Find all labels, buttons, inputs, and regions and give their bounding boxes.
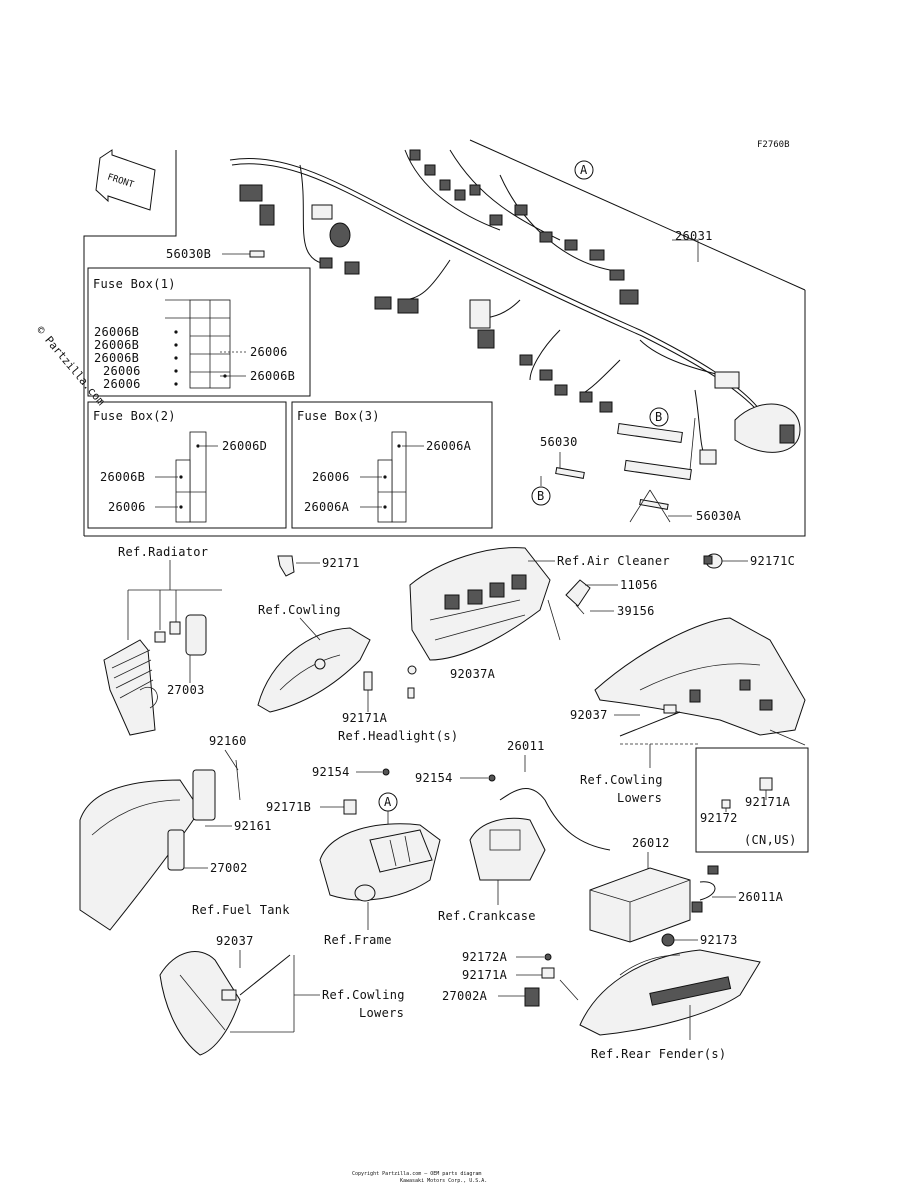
- clamp-92171C: [703, 553, 723, 569]
- ref-cowling-lowers-left-1: Ref.Cowling: [322, 988, 405, 1002]
- label-56030B: 56030B: [166, 247, 211, 261]
- label-27003: 27003: [167, 683, 205, 697]
- label-26031: 26031: [675, 229, 713, 243]
- label-92160: 92160: [209, 734, 247, 748]
- marker-b-left: B: [537, 489, 545, 503]
- fuse-box-2-title: Fuse Box(2): [93, 409, 176, 423]
- footer-line-1: Copyright Partzilla.com — OEM parts diag…: [352, 1171, 481, 1177]
- front-fairing-part: [79, 759, 241, 931]
- ref-radiator: Ref.Radiator: [118, 545, 208, 559]
- fuse-box-1-left-2: 26006B: [94, 351, 139, 365]
- fuse-box-1-title: Fuse Box(1): [93, 277, 176, 291]
- radiator-part: [103, 614, 207, 736]
- fuse-box-1-left-1: 26006B: [94, 338, 139, 352]
- rear-cowling-part: [594, 617, 806, 746]
- front-label: FRONT: [106, 172, 135, 190]
- label-92171B: 92171B: [266, 800, 311, 814]
- fuse-box-3-label-0: 26006A: [426, 439, 472, 453]
- label-92037A: 92037A: [450, 667, 496, 681]
- battery-part: [589, 867, 691, 943]
- fuse-box-2-label-1: 26006B: [100, 470, 145, 484]
- fuse-box-1-right-1: 26006B: [250, 369, 295, 383]
- marker-a-frame: A: [384, 795, 392, 809]
- fuse-box-2-label-2: 26006: [108, 500, 146, 514]
- cable-26011A: [691, 865, 719, 913]
- label-cn-us: (CN,US): [744, 833, 797, 847]
- ref-frame: Ref.Frame: [324, 933, 392, 947]
- label-92037-left: 92037: [216, 934, 254, 948]
- wire-harness: [229, 149, 801, 465]
- label-92171A-box: 92171A: [745, 795, 791, 809]
- ref-cowling: Ref.Cowling: [258, 603, 341, 617]
- lower-cowling-part: [159, 951, 241, 1056]
- footer-line-2: Kawasaki Motors Corp., U.S.A.: [400, 1178, 487, 1184]
- fuse-box-1-left-0: 26006B: [94, 325, 139, 339]
- fuse-box-3-label-2: 26006A: [304, 500, 350, 514]
- label-27002: 27002: [210, 861, 248, 875]
- fuse-box-3-title: Fuse Box(3): [297, 409, 380, 423]
- marker-a-top: A: [580, 163, 588, 177]
- label-92161: 92161: [234, 819, 272, 833]
- fuse-box-2: Fuse Box(2) 26006D 26006B 26006: [87, 401, 287, 529]
- ref-headlight: Ref.Headlight(s): [338, 729, 458, 743]
- air-cleaner-part: [409, 547, 551, 661]
- frame-part: [319, 823, 441, 902]
- label-92154-left: 92154: [312, 765, 350, 779]
- label-92173: 92173: [700, 933, 738, 947]
- bracket-92171: [277, 555, 295, 577]
- fuse-box-1-left-3: 26006: [103, 364, 141, 378]
- fuse-box-3: Fuse Box(3) 26006A 26006 26006A: [291, 401, 493, 529]
- label-92154-right: 92154: [415, 771, 453, 785]
- ref-fuel-tank: Ref.Fuel Tank: [192, 903, 290, 917]
- fuse-box-1-left-4: 26006: [103, 377, 141, 391]
- crankcase-part: [469, 817, 546, 881]
- fuse-box-1-right-0: 26006: [250, 345, 288, 359]
- label-26011A: 26011A: [738, 890, 784, 904]
- ref-cowling-lowers-right-1: Ref.Cowling: [580, 773, 663, 787]
- label-27002A: 27002A: [442, 989, 488, 1003]
- marker-b-right: B: [655, 410, 663, 424]
- label-26011: 26011: [507, 739, 545, 753]
- label-92172A: 92172A: [462, 950, 508, 964]
- label-92037-right: 92037: [570, 708, 608, 722]
- label-39156: 39156: [617, 604, 655, 618]
- fuse-box-2-label-0: 26006D: [222, 439, 267, 453]
- ref-cowling-lowers-right-2: Lowers: [617, 791, 662, 805]
- ref-air-cleaner: Ref.Air Cleaner: [557, 554, 670, 568]
- label-92171A-rear: 92171A: [462, 968, 508, 982]
- front-arrow-icon: FRONT: [95, 149, 156, 211]
- label-26012: 26012: [632, 836, 670, 850]
- label-92172: 92172: [700, 811, 738, 825]
- ref-rear-fender: Ref.Rear Fender(s): [591, 1047, 726, 1061]
- fuse-box-1: Fuse Box(1) 26006B 26006B 26006B 26006 2…: [87, 267, 311, 397]
- sensor-11056: [565, 579, 591, 615]
- label-11056: 11056: [620, 578, 658, 592]
- harness-frame: [83, 139, 806, 537]
- label-56030A: 56030A: [696, 509, 742, 523]
- cowling-part: [257, 627, 371, 713]
- ref-headlight-part: 92171A: [342, 711, 388, 725]
- label-92171C: 92171C: [750, 554, 795, 568]
- ref-cowling-lowers-left-2: Lowers: [359, 1006, 404, 1020]
- fuse-box-3-label-1: 26006: [312, 470, 350, 484]
- rear-fender-part: [579, 949, 761, 1036]
- label-56030: 56030: [540, 435, 578, 449]
- cn-us-box: 92171A 92172 (CN,US): [695, 747, 809, 853]
- figure-code: F2760B: [757, 140, 790, 150]
- ref-crankcase: Ref.Crankcase: [438, 909, 536, 923]
- label-92171: 92171: [322, 556, 360, 570]
